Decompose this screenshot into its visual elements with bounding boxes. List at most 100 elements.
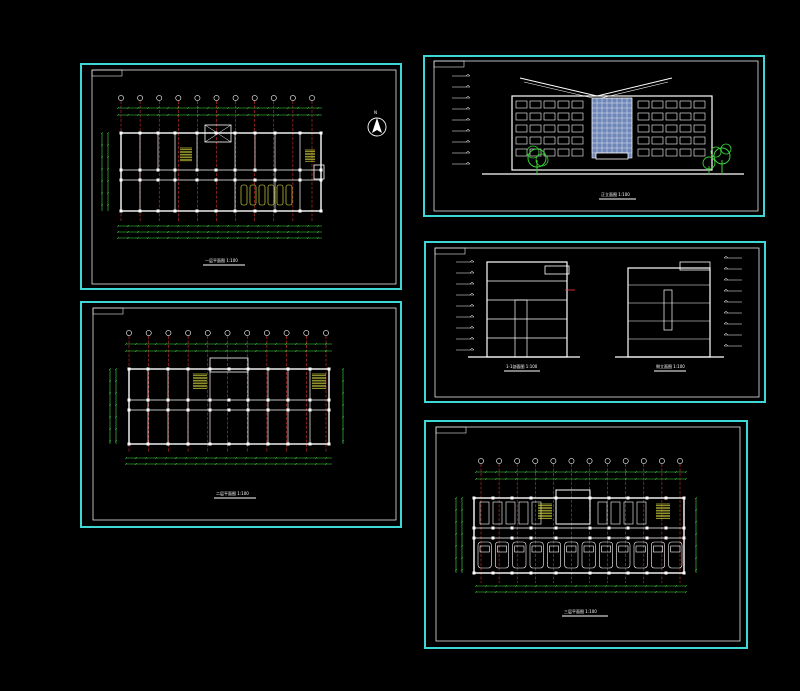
dimension-tick <box>126 106 130 110</box>
dimension-tick <box>196 236 200 240</box>
room-unit <box>495 541 509 569</box>
dimension-tick <box>304 456 308 460</box>
toilet-stall <box>240 184 248 206</box>
dimension-tick <box>100 179 104 183</box>
column <box>138 131 142 135</box>
dimension-tick <box>460 532 464 536</box>
dimension-tick <box>124 342 128 346</box>
structural-columns <box>472 496 686 575</box>
window <box>637 148 650 157</box>
axis-bubbles-top <box>126 330 329 452</box>
window <box>529 124 542 133</box>
dimension-tick <box>236 113 240 117</box>
sheet-floor-plan-1[interactable]: N 一层平面图 1:100 <box>80 63 402 290</box>
stair-hatch <box>193 373 326 389</box>
window <box>571 136 584 145</box>
dimension-tick <box>224 342 228 346</box>
dimension-tick <box>674 584 678 588</box>
dimension-tick <box>286 106 290 110</box>
column <box>195 178 199 182</box>
dimension-tick <box>236 224 240 228</box>
window <box>571 148 584 157</box>
office-room <box>623 501 634 525</box>
dimension-tick <box>594 584 598 588</box>
dimension-tick <box>276 106 280 110</box>
dimension-tick <box>604 584 608 588</box>
room-unit <box>564 541 579 569</box>
toilet-stall <box>258 184 266 206</box>
column <box>214 178 218 182</box>
dimension-tick <box>184 456 188 460</box>
column <box>156 209 160 213</box>
column <box>510 536 514 540</box>
dimension-tick <box>296 236 300 240</box>
dimension-tick <box>176 236 180 240</box>
column <box>246 367 250 371</box>
axis-bubble <box>251 95 258 101</box>
column <box>510 496 514 500</box>
dimension-tick <box>294 456 298 460</box>
toilet-stall <box>276 184 284 206</box>
dimension-tick <box>341 439 345 443</box>
axis-bubbles-top <box>118 95 315 221</box>
dimension-tick <box>514 590 518 594</box>
column <box>166 442 170 446</box>
axis-bubble <box>303 330 310 336</box>
dimension-tick <box>534 470 538 474</box>
column <box>554 496 558 500</box>
window <box>651 100 664 109</box>
dimension-tick <box>216 230 220 234</box>
bath-fixture <box>618 545 629 553</box>
level-arrow <box>465 95 471 99</box>
dimension-tick <box>144 462 148 466</box>
window <box>651 136 664 145</box>
dimension-tick <box>474 477 478 481</box>
dimension-tick <box>624 590 628 594</box>
dimension-tick <box>226 106 230 110</box>
dimension-tick <box>256 113 260 117</box>
level-arrow <box>465 128 471 132</box>
dimension-tick <box>604 470 608 474</box>
dimension-tick <box>134 456 138 460</box>
sheet-border <box>424 241 766 403</box>
dimension-tick <box>254 456 258 460</box>
dimension-tick <box>206 113 210 117</box>
axis-bubble <box>232 95 239 101</box>
dimension-tick <box>146 230 150 234</box>
dimension-tick <box>584 470 588 474</box>
column <box>664 526 668 530</box>
room-unit <box>633 541 648 569</box>
office-room <box>636 501 647 525</box>
dimension-tick <box>176 113 180 117</box>
axis-bubble <box>145 330 152 336</box>
dimension-tick <box>694 496 698 500</box>
column <box>682 526 686 530</box>
dimension-tick <box>316 224 320 228</box>
dimension-tick <box>126 224 130 228</box>
sheet-sections[interactable]: 1-1剖面图 1:100 侧立面图 1:100 <box>424 241 766 403</box>
level-arrow <box>723 255 729 259</box>
bath-fixture <box>549 545 559 553</box>
dimension-tick <box>504 477 508 481</box>
window <box>651 112 664 121</box>
column <box>173 168 177 172</box>
sheet-floor-plan-2[interactable]: 二层平面图 1:100 <box>80 301 402 528</box>
column <box>645 496 649 500</box>
bath-fixture <box>514 545 525 553</box>
dimension-tick <box>504 590 508 594</box>
sheet-border <box>80 301 402 528</box>
column <box>664 496 668 500</box>
sheet-elevation[interactable]: 正立面图 1:100 <box>423 55 765 217</box>
toilet-stall <box>285 184 293 206</box>
column <box>208 398 212 402</box>
dimension-tick <box>186 230 190 234</box>
sheet-floor-plan-3[interactable]: 三层平面图 1:100 <box>424 420 748 649</box>
window <box>571 124 584 133</box>
column <box>298 209 302 213</box>
dimension-tick <box>544 584 548 588</box>
column <box>227 398 231 402</box>
window <box>557 124 570 133</box>
room-unit <box>512 541 527 569</box>
column <box>308 442 312 446</box>
room-partitions <box>477 501 683 569</box>
